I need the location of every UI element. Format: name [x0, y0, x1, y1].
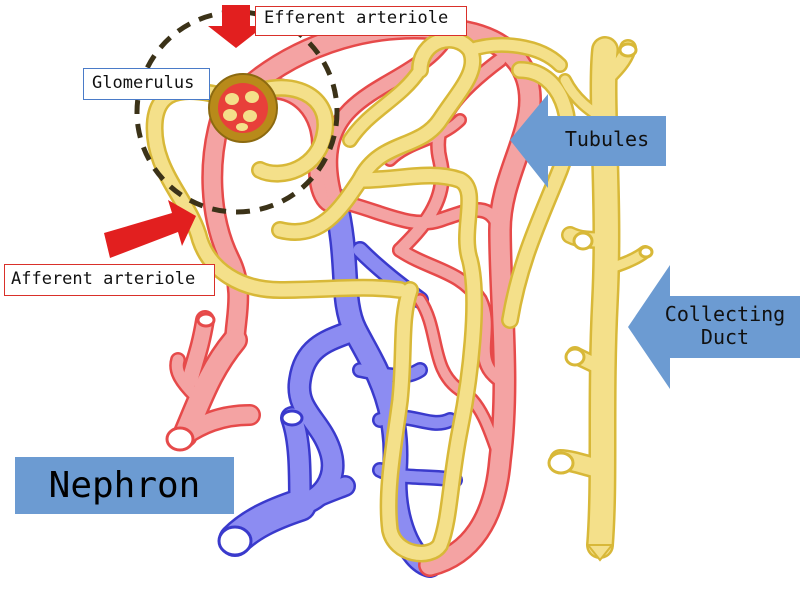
afferent-arteriole-label: Afferent arteriole — [4, 264, 215, 296]
nephron-title-text: Nephron — [48, 465, 201, 506]
nephron-title: Nephron — [15, 457, 234, 514]
tubules-label: Tubules — [564, 127, 650, 151]
collecting-duct-label: Collecting Duct — [650, 303, 800, 349]
tubules-arrow — [510, 94, 666, 188]
efferent-arteriole-label: Efferent arteriole — [255, 6, 467, 36]
glomerulus-capsule — [208, 73, 278, 143]
venous-capillaries — [217, 187, 463, 578]
efferent-arrow — [208, 5, 264, 48]
afferent-arrow — [104, 200, 196, 258]
collecting-duct-arrow — [628, 265, 800, 389]
collecting-duct-label-line1: Collecting — [664, 302, 786, 326]
corpuscle-highlight-circle — [134, 9, 340, 215]
glomerulus-label: Glomerulus — [83, 68, 210, 100]
collecting-duct-label-line2: Duct — [700, 325, 750, 349]
tubules-network — [145, 30, 654, 563]
